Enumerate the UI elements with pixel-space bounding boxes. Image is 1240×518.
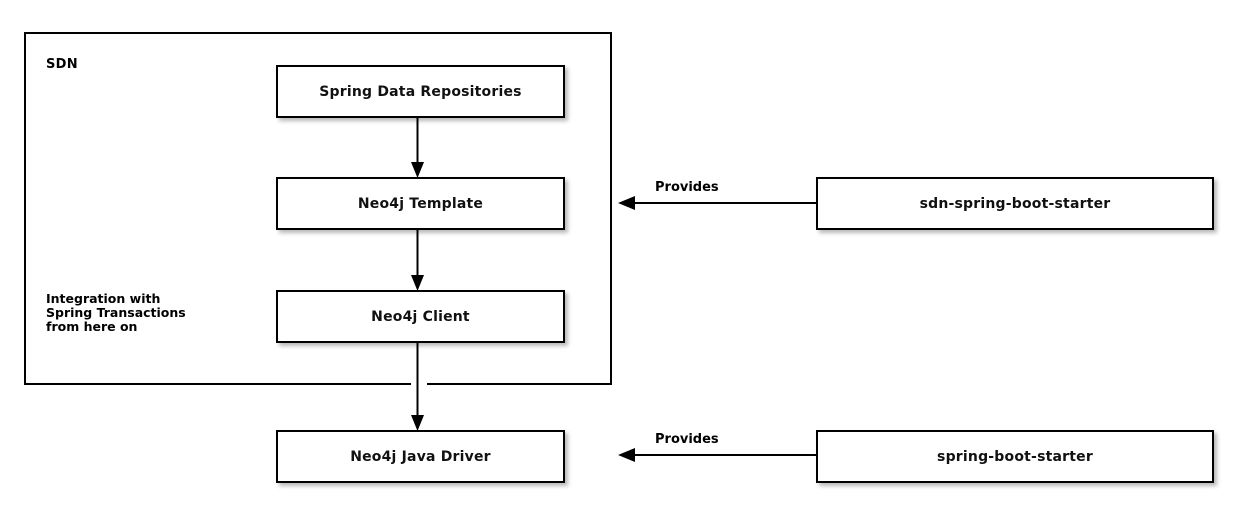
node-label-neo4j-java-driver: Neo4j Java Driver — [350, 448, 491, 465]
transactions-note: Integration with Spring Transactions fro… — [46, 291, 186, 334]
edge-starter-provides-driver — [616, 444, 820, 466]
node-spring-boot-starter[interactable]: spring-boot-starter — [816, 430, 1214, 483]
node-label-spring-boot-starter: spring-boot-starter — [937, 448, 1093, 465]
edge-sdn-starter-provides-template — [616, 192, 820, 214]
node-label-neo4j-client: Neo4j Client — [371, 308, 470, 325]
node-label-sdn-spring-boot-starter: sdn-spring-boot-starter — [919, 195, 1111, 212]
node-neo4j-java-driver[interactable]: Neo4j Java Driver — [276, 430, 565, 483]
sdn-group-border-gap — [411, 380, 427, 389]
sdn-group-container — [24, 32, 612, 385]
sdn-group-label: SDN — [46, 57, 78, 72]
node-sdn-spring-boot-starter[interactable]: sdn-spring-boot-starter — [816, 177, 1214, 230]
node-neo4j-template[interactable]: Neo4j Template — [276, 177, 565, 230]
node-neo4j-client[interactable]: Neo4j Client — [276, 290, 565, 343]
edge-label-provides-driver: Provides — [655, 432, 719, 447]
node-label-spring-data-repositories: Spring Data Repositories — [319, 83, 522, 100]
node-spring-data-repositories[interactable]: Spring Data Repositories — [276, 65, 565, 118]
node-label-neo4j-template: Neo4j Template — [357, 195, 484, 212]
edge-label-provides-template: Provides — [655, 180, 719, 195]
